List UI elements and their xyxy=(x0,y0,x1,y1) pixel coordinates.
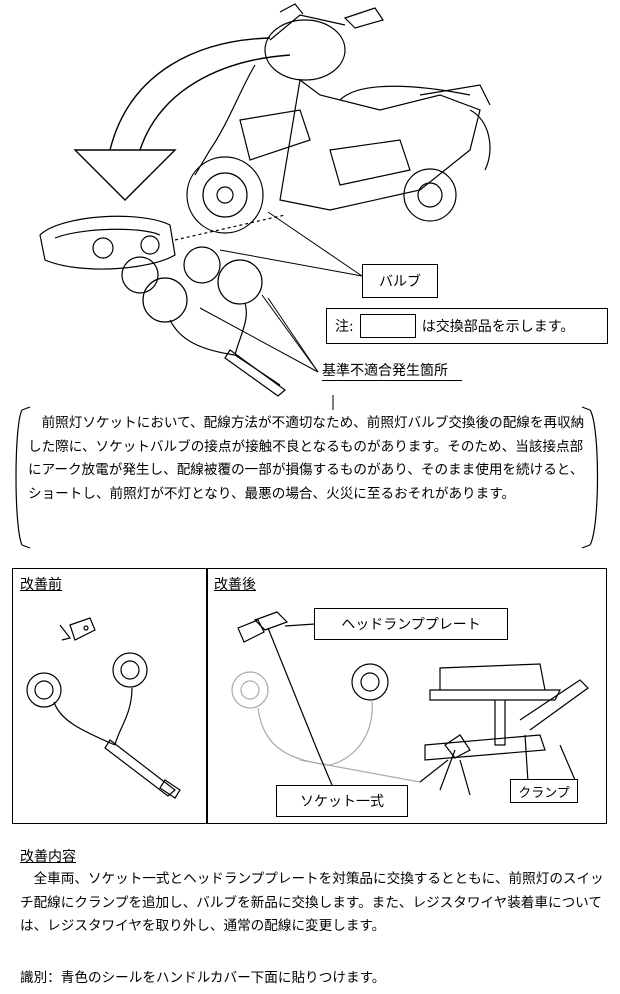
defect-location-label: 基準不適合発生箇所 xyxy=(322,360,462,381)
clamp-label: クランプ xyxy=(518,785,570,801)
before-title: 改善前 xyxy=(20,577,62,593)
headlamp-plate-callout: ヘッドランププレート xyxy=(314,608,508,640)
identification-text: 識別：青色のシールをハンドルカバー下面に貼りつけます。 xyxy=(20,970,386,986)
replacement-part-legend-swatch xyxy=(359,314,416,338)
note-box: 注: は交換部品を示します。 xyxy=(326,308,608,344)
socket-circle-2 xyxy=(217,259,263,305)
bulb-circle-2 xyxy=(183,246,221,284)
socket-set-callout: ソケット一式 xyxy=(276,785,408,817)
bulb-circle-1 xyxy=(121,256,159,294)
scooter-drawing xyxy=(186,3,491,234)
note-text: は交換部品を示します。 xyxy=(421,319,575,335)
headlamp-assembly xyxy=(39,214,286,397)
defect-description: 前照灯ソケットにおいて、配線方法が不適切なため、前照灯バルブ交換後の配線を再収納… xyxy=(28,415,585,502)
clamp-callout: クランプ xyxy=(510,779,578,803)
curved-arrow xyxy=(73,37,291,201)
before-panel xyxy=(12,568,208,824)
after-title: 改善後 xyxy=(214,577,256,593)
socket-set-label: ソケット一式 xyxy=(300,794,384,810)
before-drawing xyxy=(26,617,181,799)
after-drawing xyxy=(231,611,589,796)
improvement-title: 改善内容 xyxy=(20,849,76,865)
socket-circle-1 xyxy=(142,277,188,323)
description-frame xyxy=(15,406,599,549)
headlamp-plate-label: ヘッドランププレート xyxy=(341,617,481,633)
leader-lines xyxy=(199,211,363,410)
improvement-body: 全車両、ソケット一式とヘッドランププレートを対策品に交換するとともに、前照灯のス… xyxy=(20,871,604,934)
note-prefix: 注: xyxy=(335,319,354,335)
bulb-label: バルブ xyxy=(379,274,421,290)
after-panel xyxy=(206,568,607,824)
bulb-callout: バルブ xyxy=(362,264,438,298)
